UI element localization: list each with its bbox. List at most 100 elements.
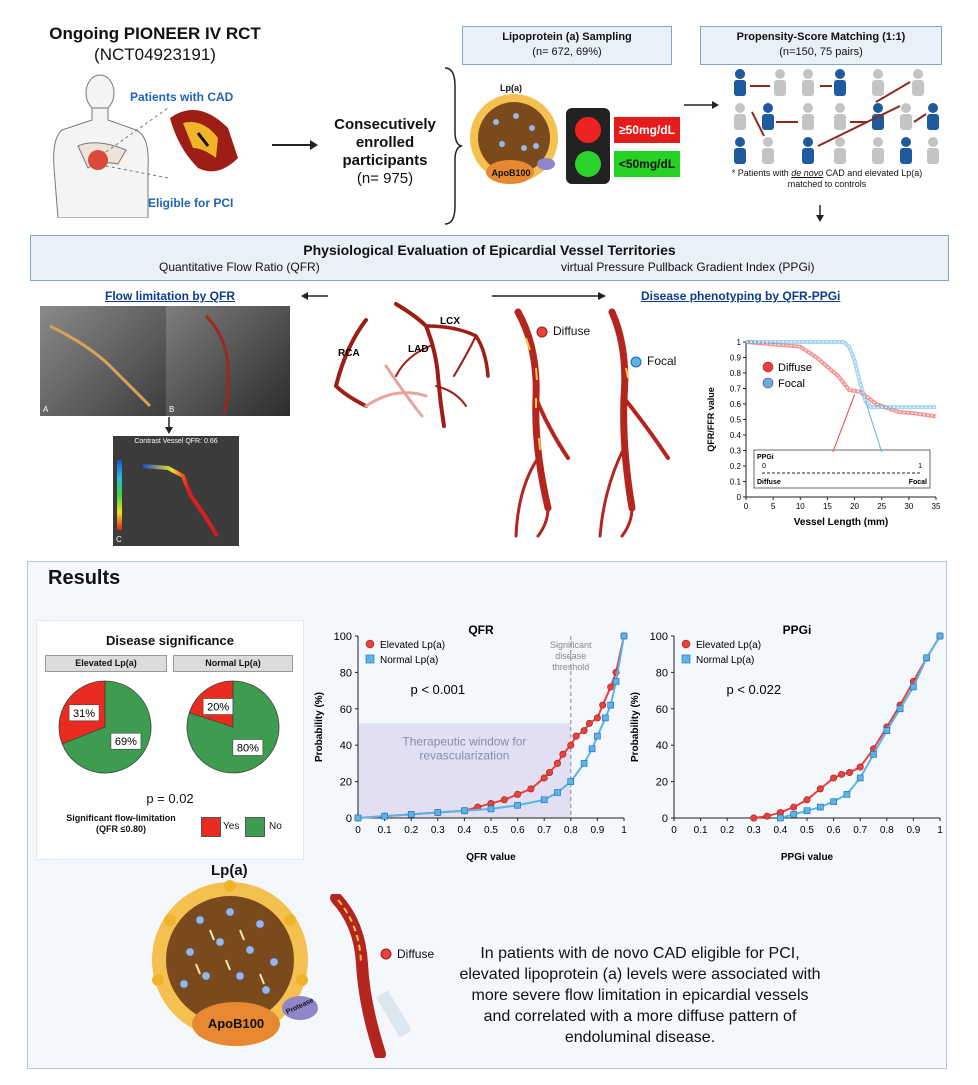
x-tick-label: 0.4 bbox=[773, 825, 787, 836]
x-axis-label: QFR value bbox=[466, 852, 516, 863]
data-point bbox=[546, 769, 554, 777]
data-point bbox=[870, 751, 877, 758]
data-point bbox=[580, 727, 588, 735]
legend-marker bbox=[762, 361, 774, 373]
chart-title: PPGi bbox=[783, 623, 812, 637]
data-point bbox=[910, 683, 917, 691]
data-point bbox=[487, 805, 495, 813]
legend-label: Focal bbox=[778, 378, 805, 390]
angiogram-b-label: B bbox=[169, 405, 175, 414]
data-point bbox=[790, 811, 797, 818]
y-tick-label: 60 bbox=[340, 704, 352, 716]
legend-label: Elevated Lp(a) bbox=[380, 640, 445, 651]
phenotype-focal: Focal bbox=[647, 354, 677, 368]
label-eligible-pci: Eligible for PCI bbox=[148, 196, 234, 210]
y-axis-label: Probability (%) bbox=[630, 692, 641, 762]
brace-icon bbox=[444, 67, 463, 225]
data-point bbox=[750, 814, 758, 822]
matching-people-icon bbox=[734, 69, 939, 164]
significance-pvalue: p = 0.02 bbox=[146, 791, 194, 806]
data-point bbox=[856, 763, 864, 771]
x-tick-label: 0.7 bbox=[537, 825, 551, 836]
data-point bbox=[559, 750, 567, 758]
x-tick-label: 10 bbox=[796, 502, 805, 511]
legend-marker bbox=[681, 654, 691, 664]
qfr-colormap-label: Contrast Vessel QFR: 0.66 bbox=[134, 438, 218, 445]
y-axis-label: Probability (%) bbox=[314, 692, 325, 762]
sampling-header: Lipoprotein (a) Sampling (n= 672, 69%) bbox=[462, 26, 672, 65]
trial-title: Ongoing PIONEER IV RCT bbox=[49, 24, 261, 43]
data-point bbox=[856, 774, 864, 782]
y-tick-label: 20 bbox=[656, 777, 668, 789]
coronary-tree-icon: RCA LAD LCX bbox=[333, 302, 490, 428]
data-point bbox=[594, 732, 601, 740]
matching-note2: matched to controls bbox=[787, 179, 867, 189]
x-tick-label: 1 bbox=[937, 825, 943, 836]
y-tick-label: 0.8 bbox=[730, 369, 742, 378]
legend-label: Elevated Lp(a) bbox=[696, 640, 761, 651]
data-point bbox=[817, 803, 824, 811]
y-tick-label: 0.2 bbox=[730, 462, 742, 471]
significance-legend-title: Significant flow-limitation (QFR ≤0.80) bbox=[41, 813, 201, 835]
y-tick-label: 0 bbox=[662, 813, 668, 825]
bottom-apob: ApoB100 bbox=[207, 1016, 265, 1031]
conclusion-line: elevated lipoprotein (a) levels were ass… bbox=[459, 966, 821, 983]
data-point bbox=[777, 814, 784, 822]
angiogram-a: A bbox=[40, 306, 166, 416]
x-tick-label: 15 bbox=[823, 502, 832, 511]
patient-head bbox=[85, 74, 115, 112]
legend-no-swatch bbox=[245, 817, 265, 837]
tree-lad: LAD bbox=[408, 344, 429, 355]
arrow-diffuse bbox=[832, 394, 856, 453]
data-point bbox=[790, 803, 798, 811]
conclusion-line: and correlated with a more diffuse patte… bbox=[483, 1008, 797, 1025]
data-point bbox=[354, 814, 362, 822]
data-point bbox=[599, 701, 607, 709]
data-point bbox=[540, 774, 548, 782]
diffuse-dot-icon bbox=[536, 326, 548, 338]
pie-label-box bbox=[232, 739, 264, 756]
x-tick-label: 0.4 bbox=[457, 825, 471, 836]
data-point bbox=[763, 812, 771, 820]
data-point bbox=[567, 778, 575, 785]
data-point bbox=[620, 632, 628, 640]
x-tick-label: 0 bbox=[355, 825, 361, 836]
lpa-particle-icon bbox=[470, 94, 558, 184]
data-point bbox=[612, 678, 620, 685]
x-tick-label: 0 bbox=[671, 825, 677, 836]
x-tick-label: 0.9 bbox=[906, 825, 920, 836]
conclusion-line: more severe flow limitation in epicardia… bbox=[471, 987, 809, 1004]
x-tick-label: 20 bbox=[850, 502, 859, 511]
threshold-label: disease bbox=[555, 651, 586, 661]
enrolled-block: Consecutively enrolled participants (n= … bbox=[320, 116, 450, 188]
data-point bbox=[843, 791, 851, 798]
matching-n: (n=150, 75 pairs) bbox=[779, 46, 863, 58]
arrow-left-icon bbox=[301, 292, 328, 300]
legend-marker bbox=[365, 654, 375, 664]
x-tick-label: 1 bbox=[621, 825, 627, 836]
x-tick-label: 0.6 bbox=[827, 825, 841, 836]
data-point bbox=[580, 760, 588, 767]
data-point bbox=[830, 798, 837, 805]
physio-qfr: Quantitative Flow Ratio (QFR) bbox=[159, 260, 320, 274]
y-tick-label: 0.6 bbox=[730, 400, 742, 409]
matching-note-pre: * Patients with bbox=[731, 168, 792, 178]
pie-chart-elevated: 31%69% bbox=[58, 680, 152, 774]
x-tick-label: 0 bbox=[744, 502, 749, 511]
legend-marker bbox=[762, 377, 774, 389]
legend-marker bbox=[681, 639, 691, 649]
x-tick-label: 0.8 bbox=[564, 825, 578, 836]
sampling-n: (n= 672, 69%) bbox=[532, 46, 602, 58]
data-point bbox=[896, 705, 904, 713]
data-point bbox=[407, 811, 415, 818]
data-point bbox=[936, 632, 944, 640]
physio-header: Physiological Evaluation of Epicardial V… bbox=[30, 235, 949, 281]
badge-high-lpa: ≥50mg/dL bbox=[614, 117, 680, 143]
diffuse-vessel-icon bbox=[330, 894, 410, 1058]
data-point bbox=[554, 789, 561, 796]
focal-dot-icon bbox=[630, 356, 642, 368]
data-point bbox=[607, 701, 615, 709]
chart-title: QFR bbox=[468, 623, 494, 637]
